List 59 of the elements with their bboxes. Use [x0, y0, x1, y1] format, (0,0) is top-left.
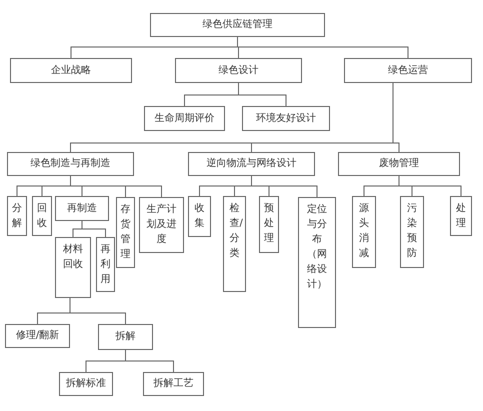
box-label: 拆解工艺 — [154, 378, 194, 390]
box-label: 定位与分布（网络设计） — [307, 202, 327, 292]
chart-box — [139, 197, 184, 253]
chart-box — [188, 196, 211, 237]
chart-box — [7, 196, 27, 236]
connector-line — [237, 36, 408, 58]
box-label: 拆解 — [116, 331, 136, 343]
chart-box — [175, 58, 302, 83]
box-label: 再利用 — [100, 243, 110, 287]
connector-line — [70, 298, 126, 324]
chart-box — [144, 106, 225, 131]
box-label: 生命周期评价 — [154, 112, 214, 124]
connector-line — [125, 350, 174, 372]
chart-box — [96, 237, 115, 292]
chart-box — [116, 197, 135, 268]
chart-box — [400, 196, 424, 268]
box-label: 生产计划及进度 — [146, 202, 176, 247]
chart-box — [259, 196, 279, 253]
box-label: 处理 — [456, 202, 466, 231]
box-label: 企业战略 — [51, 64, 91, 76]
chart-box — [352, 196, 376, 268]
chart-box — [55, 237, 91, 298]
box-label: 修理/翻新 — [16, 330, 60, 342]
box-label: 预处理 — [264, 202, 274, 246]
box-label: 绿色设计 — [218, 64, 258, 76]
box-label: 逆向物流与网络设计 — [206, 158, 296, 170]
chart-box — [344, 58, 472, 83]
box-label: 拆解标准 — [66, 378, 106, 390]
box-label: 环境友好设计 — [256, 112, 316, 124]
box-label: 废物管理 — [379, 158, 419, 170]
chart-box — [143, 372, 204, 396]
box-label: 材料回收 — [63, 242, 83, 272]
chart-box — [10, 58, 132, 83]
box-label: 再制造 — [67, 202, 97, 214]
box-label: 绿色运营 — [388, 64, 428, 76]
connector-line — [238, 82, 286, 106]
box-label: 绿色制造与再制造 — [30, 158, 110, 170]
box-label: 分解 — [12, 202, 22, 231]
chart-box — [338, 152, 460, 176]
chart-box — [242, 106, 330, 131]
chart-box — [32, 196, 52, 236]
connector-line — [82, 220, 106, 238]
chart-box — [5, 324, 70, 348]
chart-box — [7, 152, 134, 176]
chart-box — [98, 324, 153, 350]
chart-box — [223, 196, 246, 292]
box-label: 回收 — [37, 202, 47, 231]
connector-line — [392, 82, 400, 152]
box-label: 存货管理 — [120, 203, 130, 262]
chart-box — [150, 13, 325, 37]
box-label: 源头消减 — [359, 202, 369, 261]
chart-box — [59, 372, 113, 396]
box-label: 收集 — [194, 202, 204, 231]
chart-box — [188, 152, 315, 176]
chart-box — [55, 196, 109, 221]
chart-box — [450, 196, 472, 236]
chart-box — [298, 197, 336, 328]
box-label: 污染预防 — [407, 202, 417, 261]
box-label: 绿色供应链管理 — [202, 19, 272, 31]
